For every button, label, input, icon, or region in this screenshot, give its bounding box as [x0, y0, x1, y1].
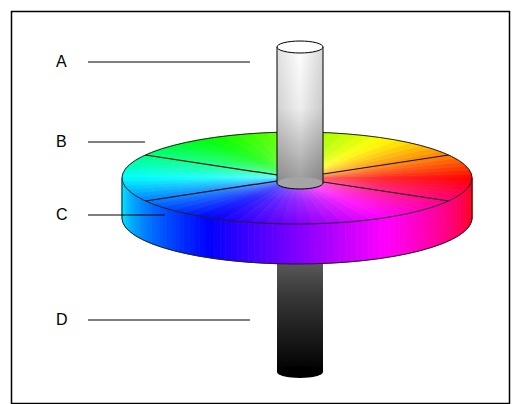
leader-line: [88, 141, 145, 142]
part-letter: B: [56, 133, 67, 151]
leader-line: [88, 214, 165, 215]
frame: [12, 12, 510, 404]
leader-line: [88, 319, 250, 320]
part-letter: A: [56, 53, 67, 71]
brightness-axis-top: [277, 41, 323, 189]
leader-line: [88, 61, 250, 62]
brightness-axis-bottom: [277, 215, 323, 378]
part-letter: D: [56, 311, 68, 329]
part-letter: C: [56, 206, 68, 224]
